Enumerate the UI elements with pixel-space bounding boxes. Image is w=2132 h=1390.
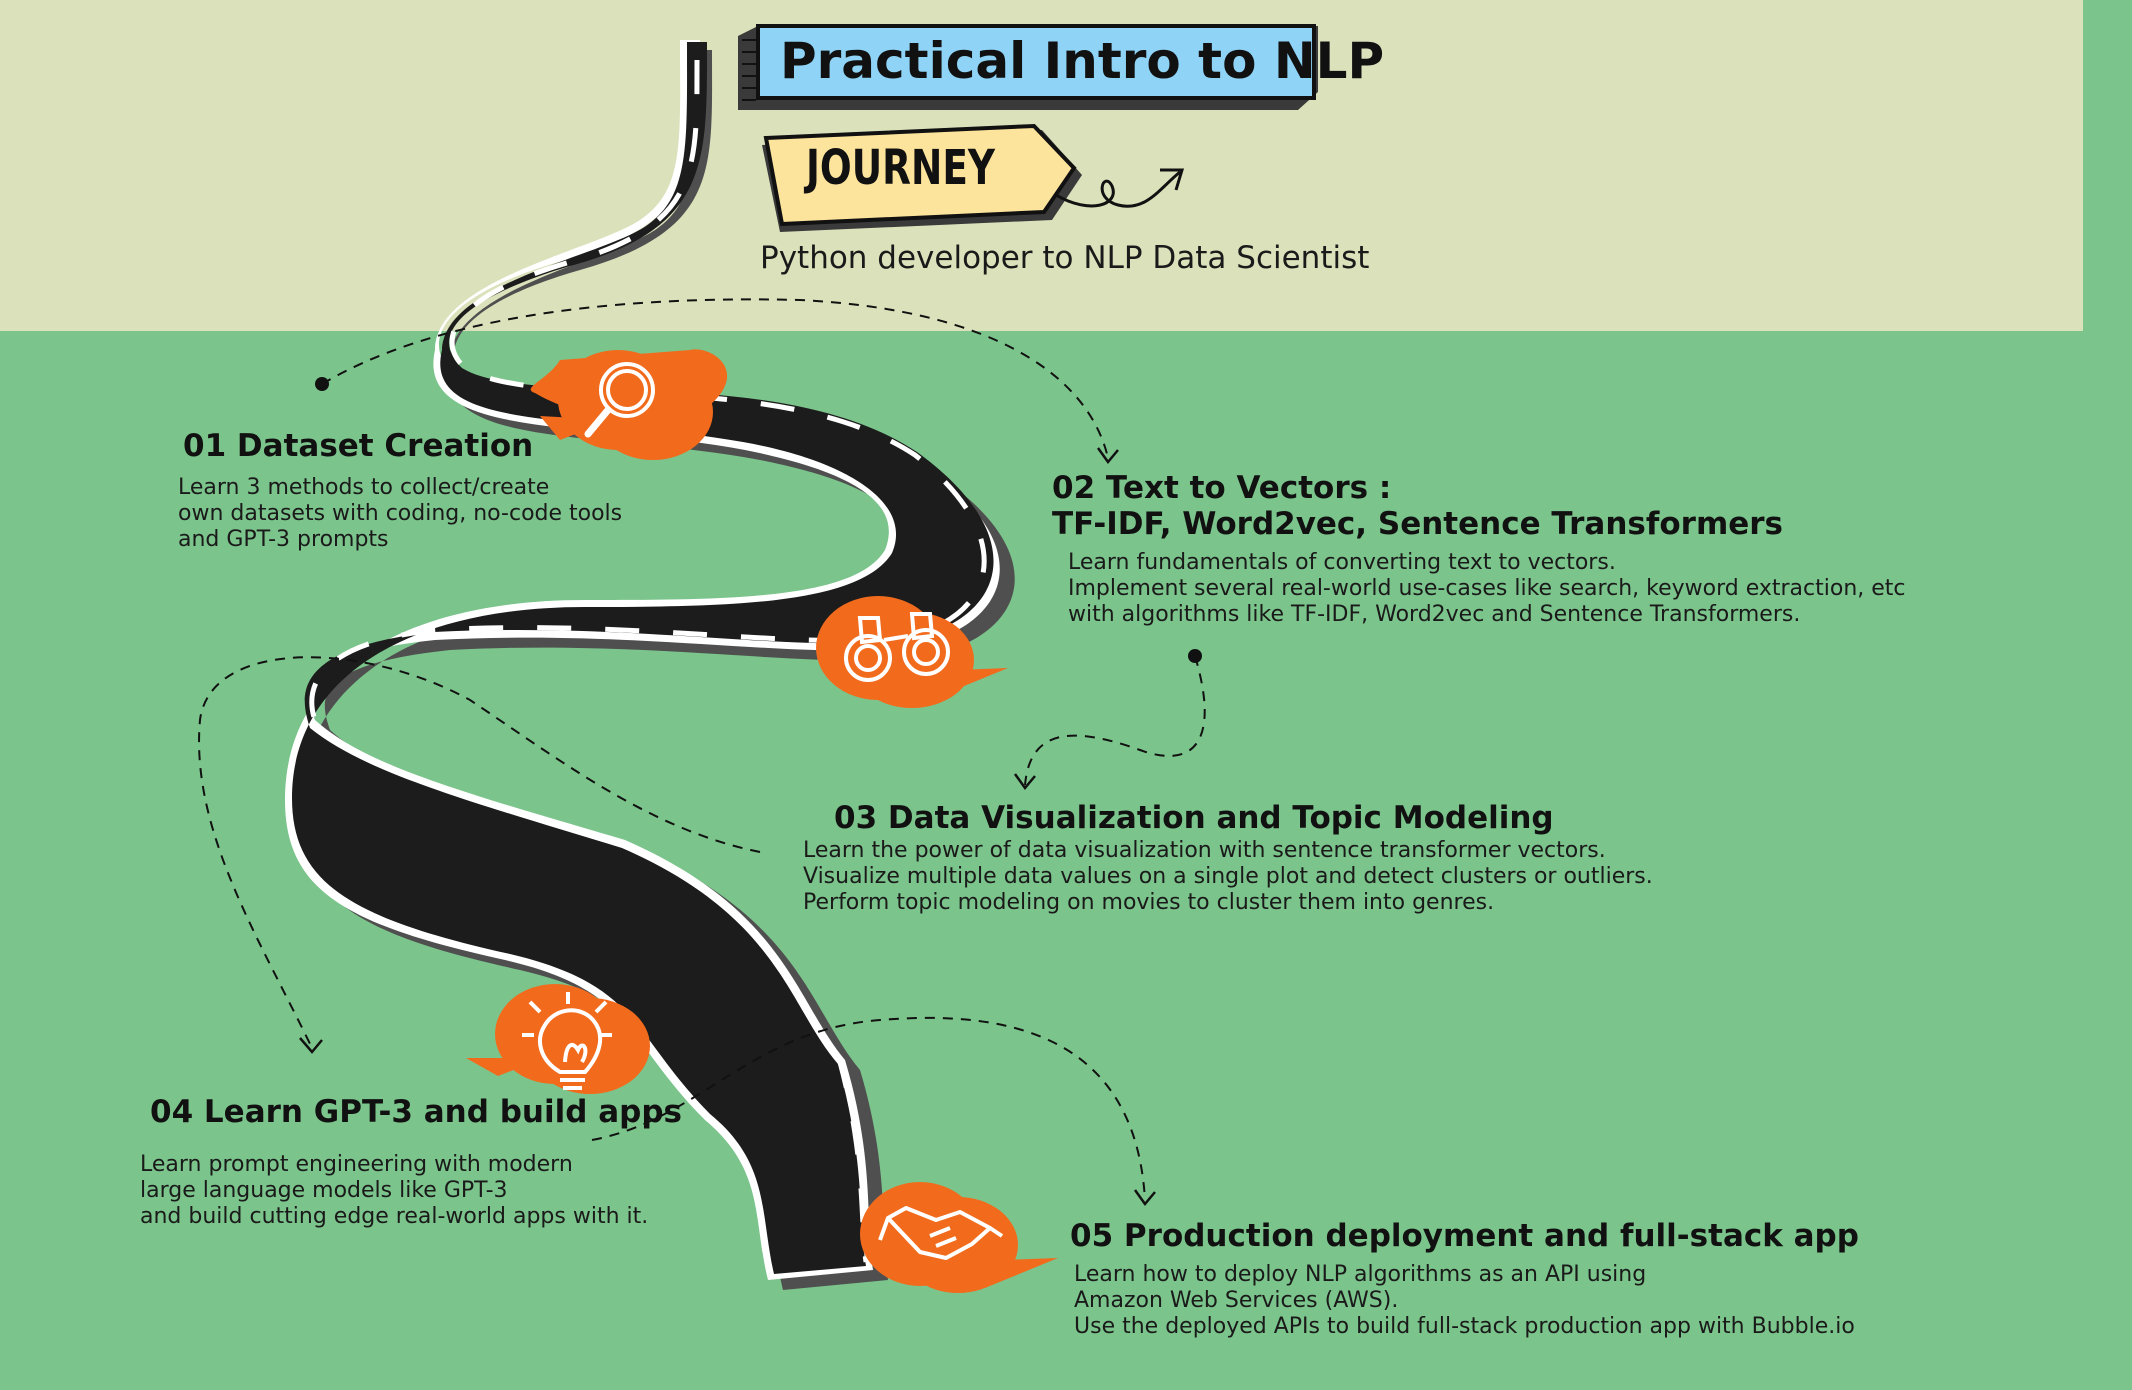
connector-03-04 xyxy=(198,656,761,1049)
journey-badge-label: JOURNEY xyxy=(806,140,996,196)
road-center-dashes xyxy=(309,59,987,1263)
page-title: Practical Intro to NLP xyxy=(780,32,1385,90)
connector-02-03 xyxy=(1024,655,1206,786)
magnifier-icon xyxy=(584,362,655,438)
subtitle: Python developer to NLP Data Scientist xyxy=(760,240,1370,276)
connector-04-05 xyxy=(591,1016,1146,1201)
step-02-heading: 02 Text to Vectors : TF-IDF, Word2vec, S… xyxy=(1052,470,1784,542)
step-04-heading: 04 Learn GPT-3 and build apps xyxy=(150,1094,682,1130)
step-03-heading: 03 Data Visualization and Topic Modeling xyxy=(834,800,1554,836)
step-03-description: Learn the power of data visualization wi… xyxy=(803,838,1653,915)
step-05-heading: 05 Production deployment and full-stack … xyxy=(1070,1218,1859,1254)
connector-01-02 xyxy=(321,298,1109,459)
binoculars-icon xyxy=(844,612,950,682)
swirl-arrow xyxy=(1055,170,1181,208)
handshake-icon xyxy=(878,1206,1004,1260)
connector-dot-02 xyxy=(1188,649,1202,663)
step-04-description: Learn prompt engineering with modern lar… xyxy=(140,1152,649,1229)
step-01-description: Learn 3 methods to collect/create own da… xyxy=(178,475,623,552)
marker-05 xyxy=(860,1182,1058,1293)
journey-badge xyxy=(763,123,1077,227)
title-box xyxy=(756,24,1316,100)
step-01-heading: 01 Dataset Creation xyxy=(183,428,534,464)
connector-dot-01 xyxy=(315,377,329,391)
step-05-description: Learn how to deploy NLP algorithms as an… xyxy=(1074,1262,1855,1339)
step-02-description: Learn fundamentals of converting text to… xyxy=(1068,550,1906,627)
lightbulb-icon xyxy=(522,992,612,1090)
